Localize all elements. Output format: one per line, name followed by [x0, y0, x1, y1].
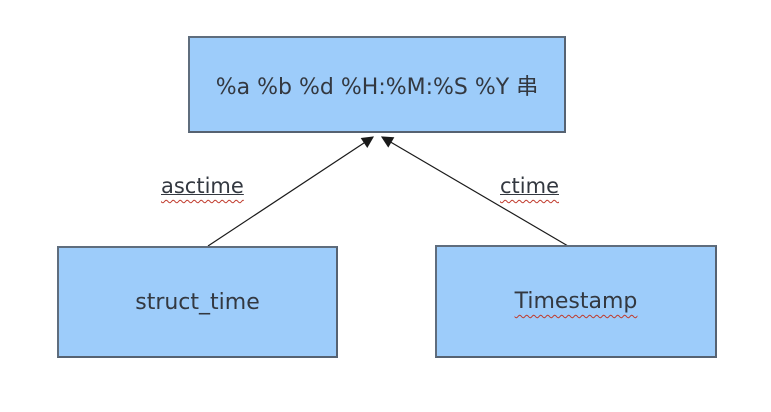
node-timestamp-label: Timestamp: [515, 289, 638, 314]
edge-label-ctime-text: ctime: [500, 174, 559, 198]
edge-label-asctime: asctime: [161, 174, 244, 198]
node-struct-time-label: struct_time: [135, 289, 260, 315]
node-struct-time: struct_time: [57, 246, 338, 358]
node-timestamp-text: Timestamp: [514, 289, 638, 314]
edge-label-asctime-text: asctime: [161, 174, 244, 198]
node-format-string: %a %b %d %H:%M:%S %Y 串: [188, 36, 566, 133]
node-format-string-label: %a %b %d %H:%M:%S %Y 串: [215, 74, 539, 100]
node-timestamp: Timestamp: [435, 245, 717, 358]
edge-label-ctime: ctime: [500, 174, 559, 198]
